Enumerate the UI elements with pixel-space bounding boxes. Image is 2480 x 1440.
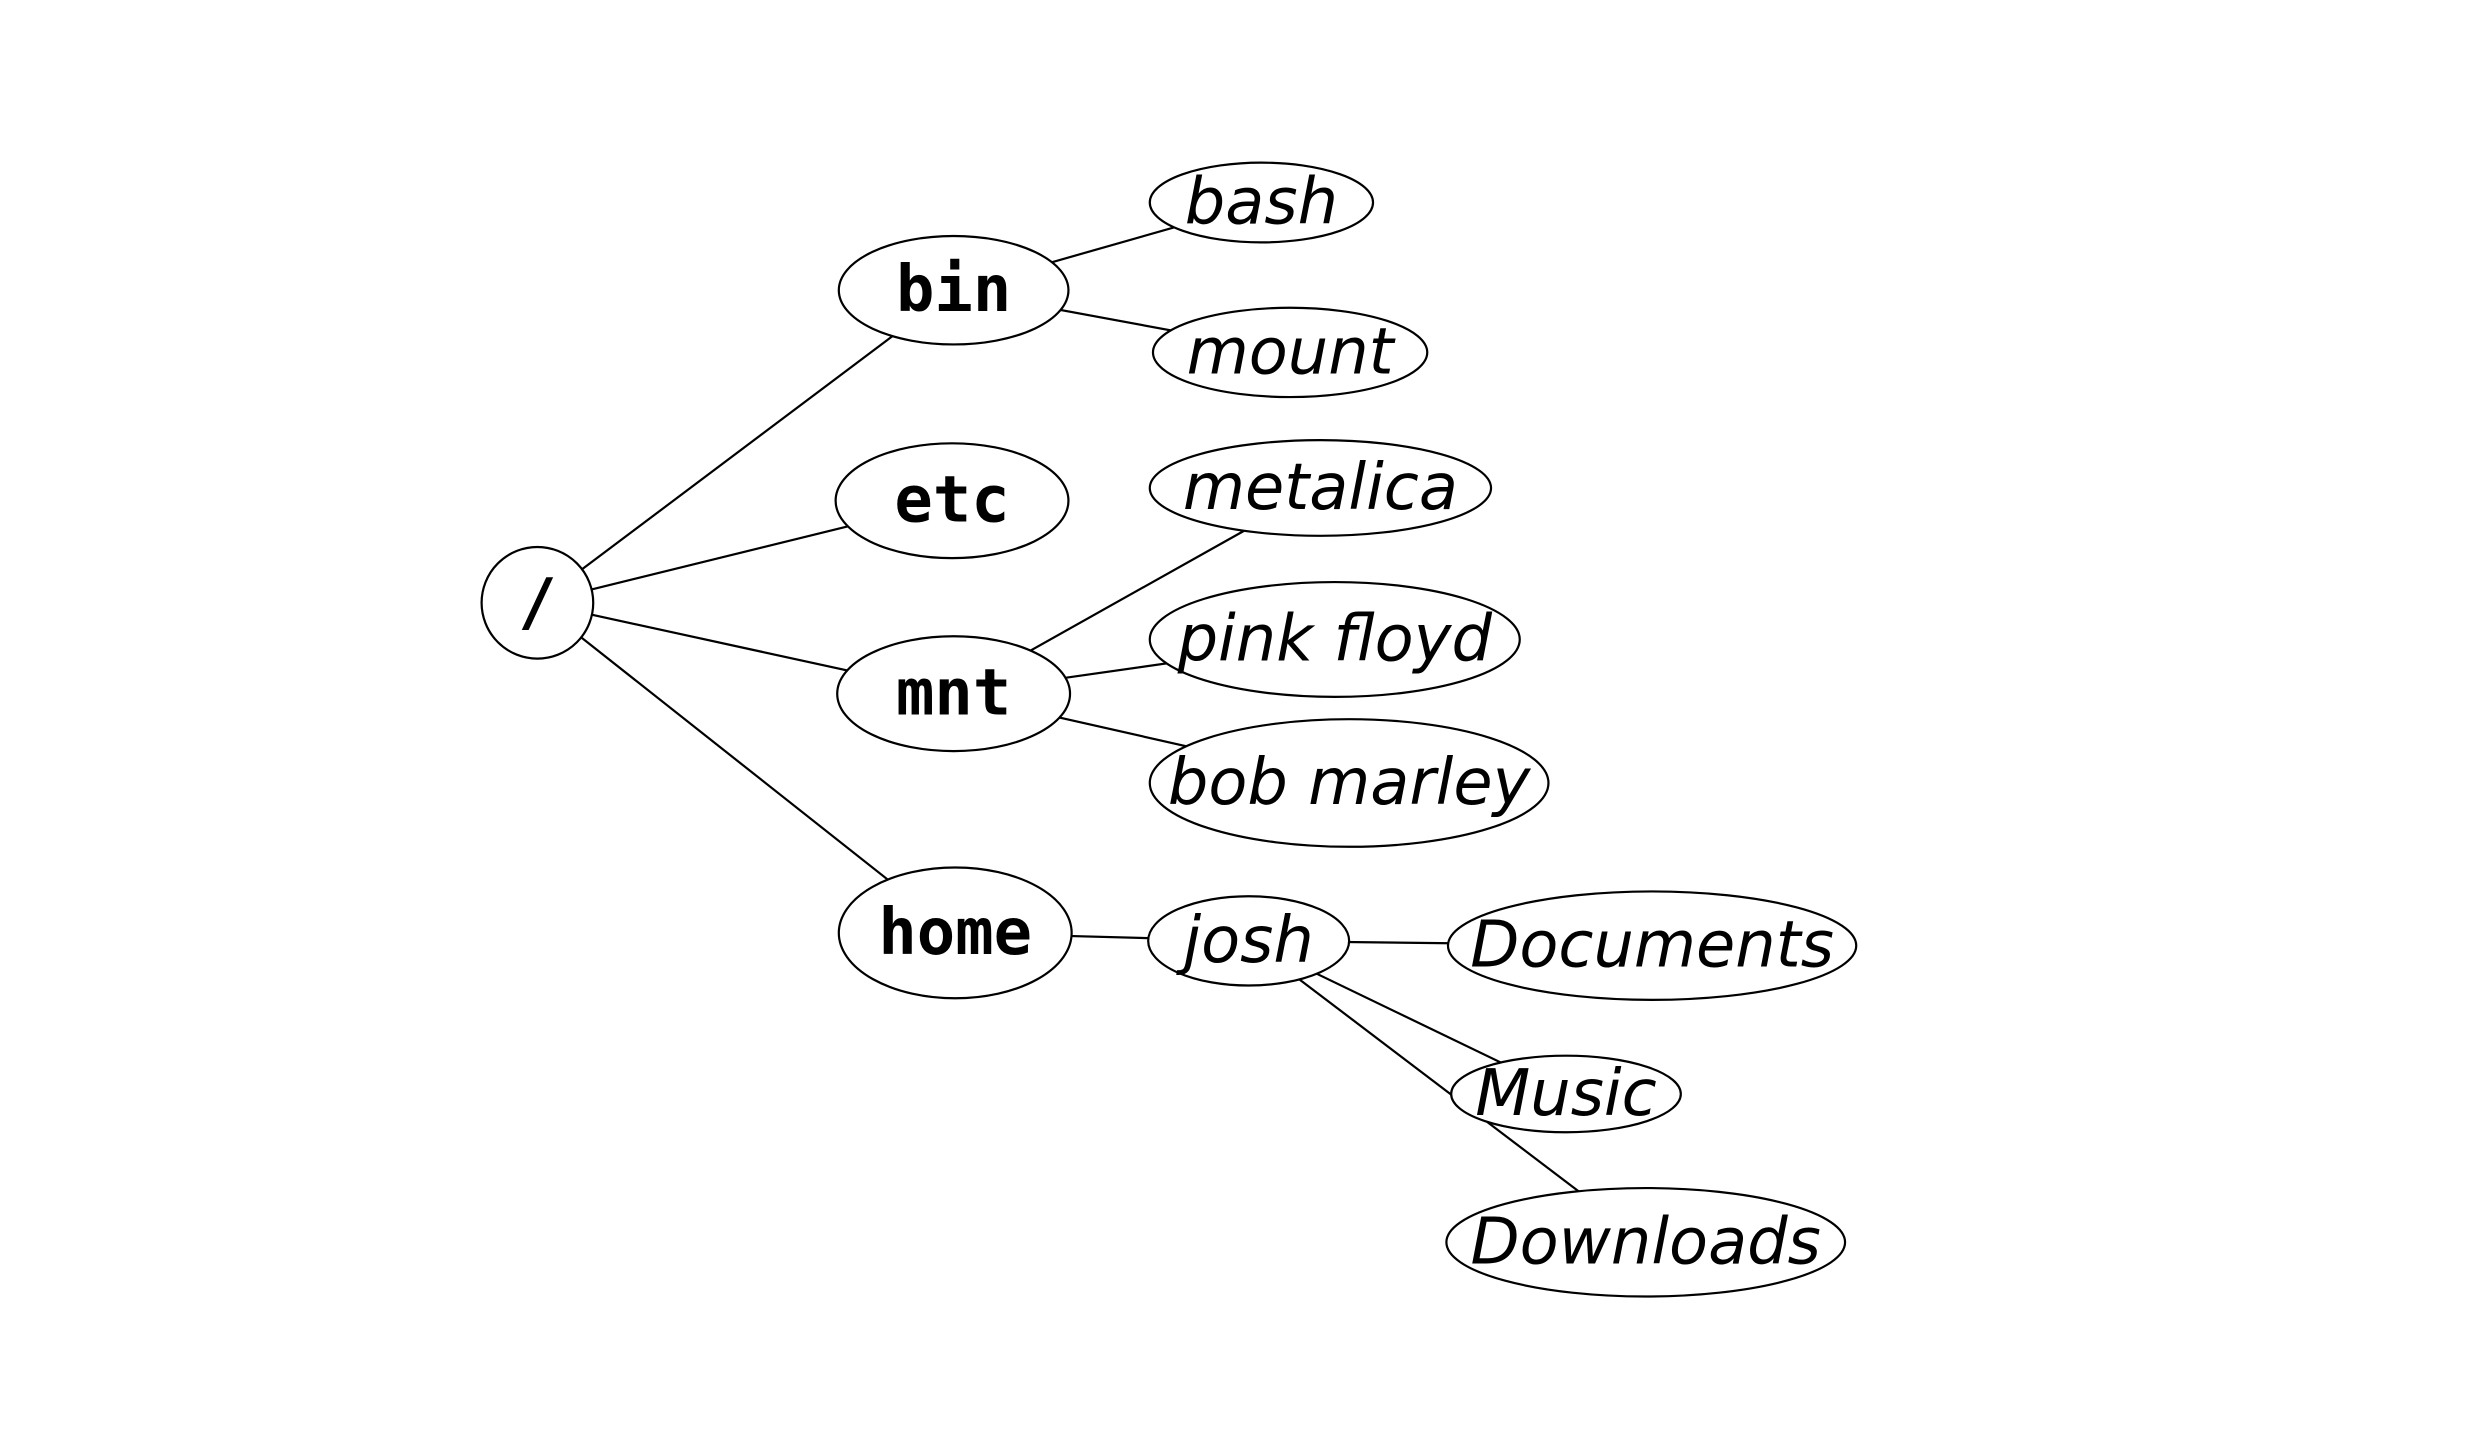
node-label-bobmarley: bob marley: [1168, 746, 1532, 820]
node-label-pinkfloyd: pink floyd: [1177, 602, 1493, 676]
node-ellipse-bash: [1148, 161, 1375, 244]
node-ellipse-home: [837, 866, 1073, 1000]
node-bin: bin: [837, 234, 1070, 346]
node-pinkfloyd: pink floyd: [1148, 580, 1521, 698]
node-label-documents: Documents: [1470, 909, 1834, 983]
node-bash: bash: [1148, 161, 1375, 244]
node-ellipse-mnt: [836, 635, 1072, 753]
nodes-layer: / bin etc mnt home bash mount metalica pink floy…: [480, 161, 1858, 1298]
node-mount: mount: [1151, 306, 1429, 399]
node-ellipse-music: [1450, 1054, 1682, 1134]
node-label-root: /: [518, 566, 556, 640]
node-ellipse-bin: [837, 234, 1070, 346]
node-label-mount: mount: [1187, 315, 1396, 389]
edge-root-bin: [536, 289, 955, 604]
node-label-etc: etc: [894, 464, 1009, 538]
node-label-downloads: Downloads: [1471, 1205, 1821, 1279]
node-root: /: [480, 545, 595, 660]
node-josh: josh: [1147, 895, 1351, 987]
node-ellipse-bobmarley: [1148, 718, 1550, 848]
node-metalica: metalica: [1148, 439, 1493, 537]
node-label-bash: bash: [1185, 166, 1338, 240]
node-downloads: Downloads: [1445, 1186, 1847, 1298]
node-label-music: Music: [1475, 1057, 1657, 1131]
node-ellipse-root: [480, 545, 595, 660]
node-label-home: home: [878, 896, 1032, 970]
node-ellipse-pinkfloyd: [1148, 580, 1521, 698]
node-documents: Documents: [1446, 890, 1858, 1001]
node-label-metalica: metalica: [1183, 451, 1458, 525]
node-ellipse-josh: [1147, 895, 1351, 987]
node-mnt: mnt: [836, 635, 1072, 753]
edge-root-home: [536, 601, 956, 934]
node-home: home: [837, 866, 1073, 1000]
node-label-bin: bin: [896, 253, 1011, 327]
node-ellipse-downloads: [1445, 1186, 1847, 1298]
node-etc: etc: [834, 442, 1070, 560]
node-label-josh: josh: [1175, 904, 1313, 978]
node-label-mnt: mnt: [896, 657, 1011, 731]
node-ellipse-metalica: [1148, 439, 1493, 537]
node-ellipse-mount: [1151, 306, 1429, 399]
node-bobmarley: bob marley: [1148, 718, 1550, 848]
node-music: Music: [1450, 1054, 1682, 1134]
node-ellipse-etc: [834, 442, 1070, 560]
node-ellipse-documents: [1446, 890, 1858, 1001]
